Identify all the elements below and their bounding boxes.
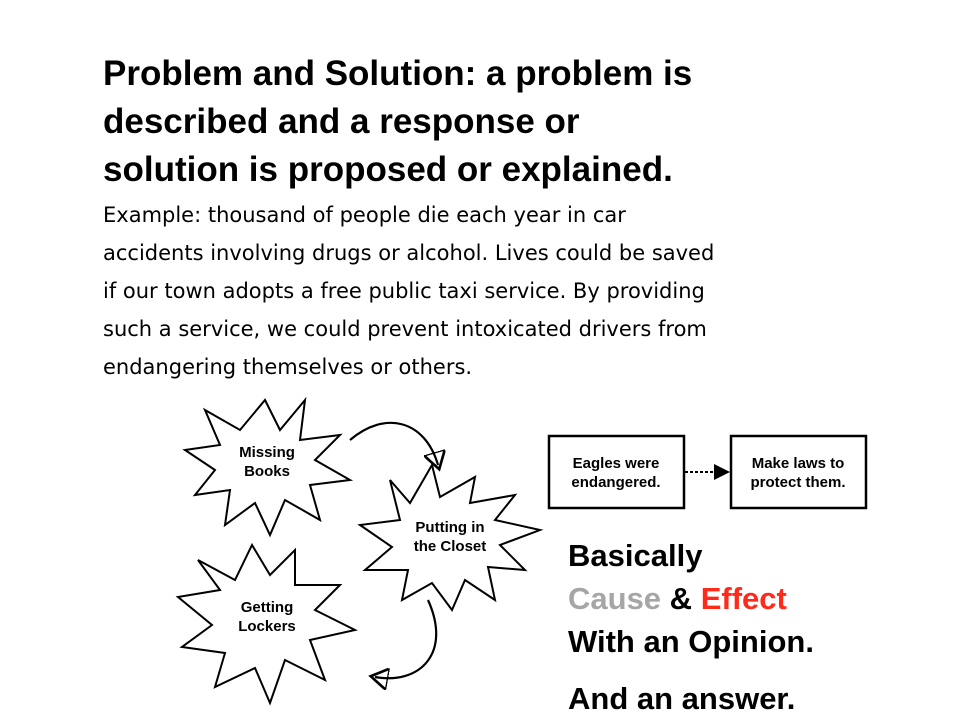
slide-title: Problem and Solution: a problem is descr… [103,50,893,194]
example-line: endangering themselves or others. [103,355,473,379]
example-line: accidents involving drugs or alcohol. Li… [103,241,715,265]
title-line: Problem and Solution: a problem is [103,54,693,93]
ampersand: & [669,581,693,616]
title-line: described and a response or [103,102,580,141]
burst-getting-lockers: Getting Lockers [175,542,358,706]
burst-putting-in-closet: Putting in the Closet [357,462,544,612]
summary-line-cause-effect: Cause & Effect [568,577,814,620]
summary-text: Basically Cause & Effect With an Opinion… [568,534,814,720]
summary-line-answer: And an answer. [568,681,796,716]
solution-box: Make laws to protect them. [729,434,868,510]
burst-label: Books [244,463,290,480]
example-line: such a service, we could prevent intoxic… [103,317,707,341]
burst-shape [175,542,358,706]
cycle-diagram: Missing Books Putting in the Closet Gett… [175,396,544,706]
solution-text: Make laws to [752,455,845,472]
burst-label: Putting in [415,519,484,536]
burst-label: Lockers [238,618,296,635]
solution-text: protect them. [750,474,845,491]
problem-text: endangered. [571,474,660,491]
summary-line-opinion: With an Opinion. [568,624,814,659]
example-paragraph: Example: thousand of people die each yea… [103,196,903,386]
cycle-arrow [375,599,438,678]
problem-solution-boxes: Eagles were endangered. Make laws to pro… [547,434,868,510]
summary-line-basically: Basically [568,538,703,573]
example-line: Example: thousand of people die each yea… [103,203,626,227]
burst-missing-books: Missing Books [182,396,354,538]
example-line: if our town adopts a free public taxi se… [103,279,705,303]
cause-word: Cause [568,581,662,616]
title-line: solution is proposed or explained. [103,150,673,189]
burst-label: Missing [239,444,295,461]
problem-box: Eagles were endangered. [547,434,686,510]
burst-shape [182,396,354,538]
burst-shape [357,462,544,612]
burst-label: the Closet [414,538,487,555]
problem-text: Eagles were [573,455,660,472]
effect-word: Effect [700,581,787,616]
cycle-arrow [349,421,438,465]
burst-label: Getting [241,599,294,616]
